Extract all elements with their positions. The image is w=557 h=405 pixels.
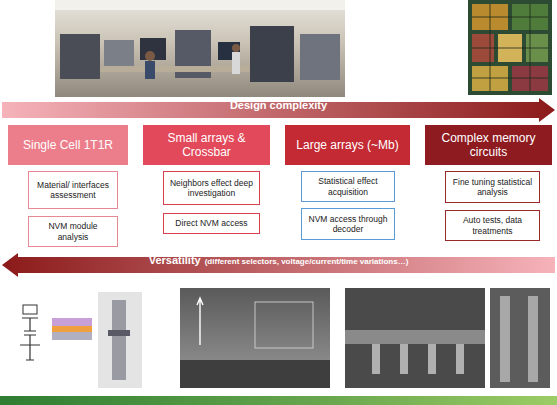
via — [428, 344, 436, 374]
band-text: (different selectors, voltage/current/ti… — [205, 255, 409, 269]
person — [145, 61, 155, 79]
sem-crop — [98, 292, 142, 388]
via — [372, 344, 380, 374]
band-text: Design complexity — [230, 98, 327, 112]
box-text: Direct NVM access — [175, 218, 247, 229]
metal-line — [345, 330, 485, 344]
feature-box: Material/ interfaces assessment — [28, 171, 118, 209]
box-text: Neighbors effect deep investigation — [168, 178, 255, 199]
feature-box: Neighbors effect deep investigation — [163, 171, 260, 205]
monitor — [140, 38, 166, 60]
sem-image — [345, 288, 485, 388]
layer — [52, 326, 92, 332]
stage-header-box: Small arrays & Crossbar — [143, 125, 270, 165]
array-sem — [180, 288, 330, 388]
substrate — [180, 360, 330, 388]
layer — [52, 318, 92, 326]
feature-box: Auto tests, data treatments — [445, 210, 540, 241]
stage-header-box: Complex memory circuits — [425, 125, 552, 165]
feature-box: Statistical effect acquisition — [301, 171, 395, 202]
cell-schematic — [20, 292, 142, 388]
pillar — [500, 296, 510, 382]
chip-grid — [472, 4, 548, 91]
feature-box: Direct NVM access — [163, 213, 260, 234]
layer — [52, 332, 92, 340]
box-text: Complex memory circuits — [431, 131, 546, 159]
pillar-layer — [108, 330, 130, 336]
via — [456, 344, 464, 374]
transistor-symbol — [20, 318, 40, 360]
sem-image — [180, 288, 330, 388]
box-text: Statistical effect acquisition — [306, 176, 390, 197]
person — [145, 51, 155, 61]
band-arrow — [2, 98, 555, 122]
box-text: Small arrays & Crossbar — [149, 131, 264, 159]
box-text: Fine tuning statistical analysis — [450, 177, 535, 198]
chip-die — [468, 0, 552, 95]
feature-box: Fine tuning statistical analysis — [445, 171, 540, 203]
box-text: NVM access through decoder — [306, 214, 390, 235]
person — [232, 52, 240, 74]
pillar — [528, 296, 538, 382]
via — [400, 344, 408, 374]
arrow-band: Versatility (different selectors, voltage… — [2, 253, 555, 277]
sem-image — [490, 288, 550, 388]
box-text: Material/ interfaces assessment — [33, 180, 113, 201]
bench — [100, 66, 250, 72]
equipment-rack — [300, 34, 340, 80]
ceiling — [55, 0, 345, 10]
box-text: NVM module analysis — [33, 221, 113, 242]
band-text: Versatility — [149, 253, 201, 267]
person — [232, 44, 240, 52]
band-arrow — [2, 253, 555, 277]
lab-photo — [55, 0, 345, 97]
box-text: Single Cell 1T1R — [23, 138, 113, 152]
inset-frame — [255, 302, 313, 348]
feature-box: NVM module analysis — [28, 216, 118, 247]
stage-header-box: Large arrays (~Mb) — [285, 125, 410, 165]
arrow-band: Design complexity — [2, 98, 555, 122]
footer-band — [0, 396, 557, 405]
equipment-rack — [250, 26, 294, 82]
equipment-rack — [104, 40, 134, 70]
circuit-sem — [345, 288, 550, 388]
box-text: Large arrays (~Mb) — [296, 138, 398, 152]
stage-header-box: Single Cell 1T1R — [8, 125, 128, 165]
pillar — [112, 300, 126, 380]
scale-arrow — [197, 298, 203, 345]
feature-box: NVM access through decoder — [301, 208, 395, 240]
equipment-rack — [60, 34, 100, 79]
resistor-symbol — [23, 305, 37, 314]
photo-ground — [55, 0, 345, 97]
box-text: Auto tests, data treatments — [450, 215, 535, 236]
chip-photo — [468, 0, 552, 95]
